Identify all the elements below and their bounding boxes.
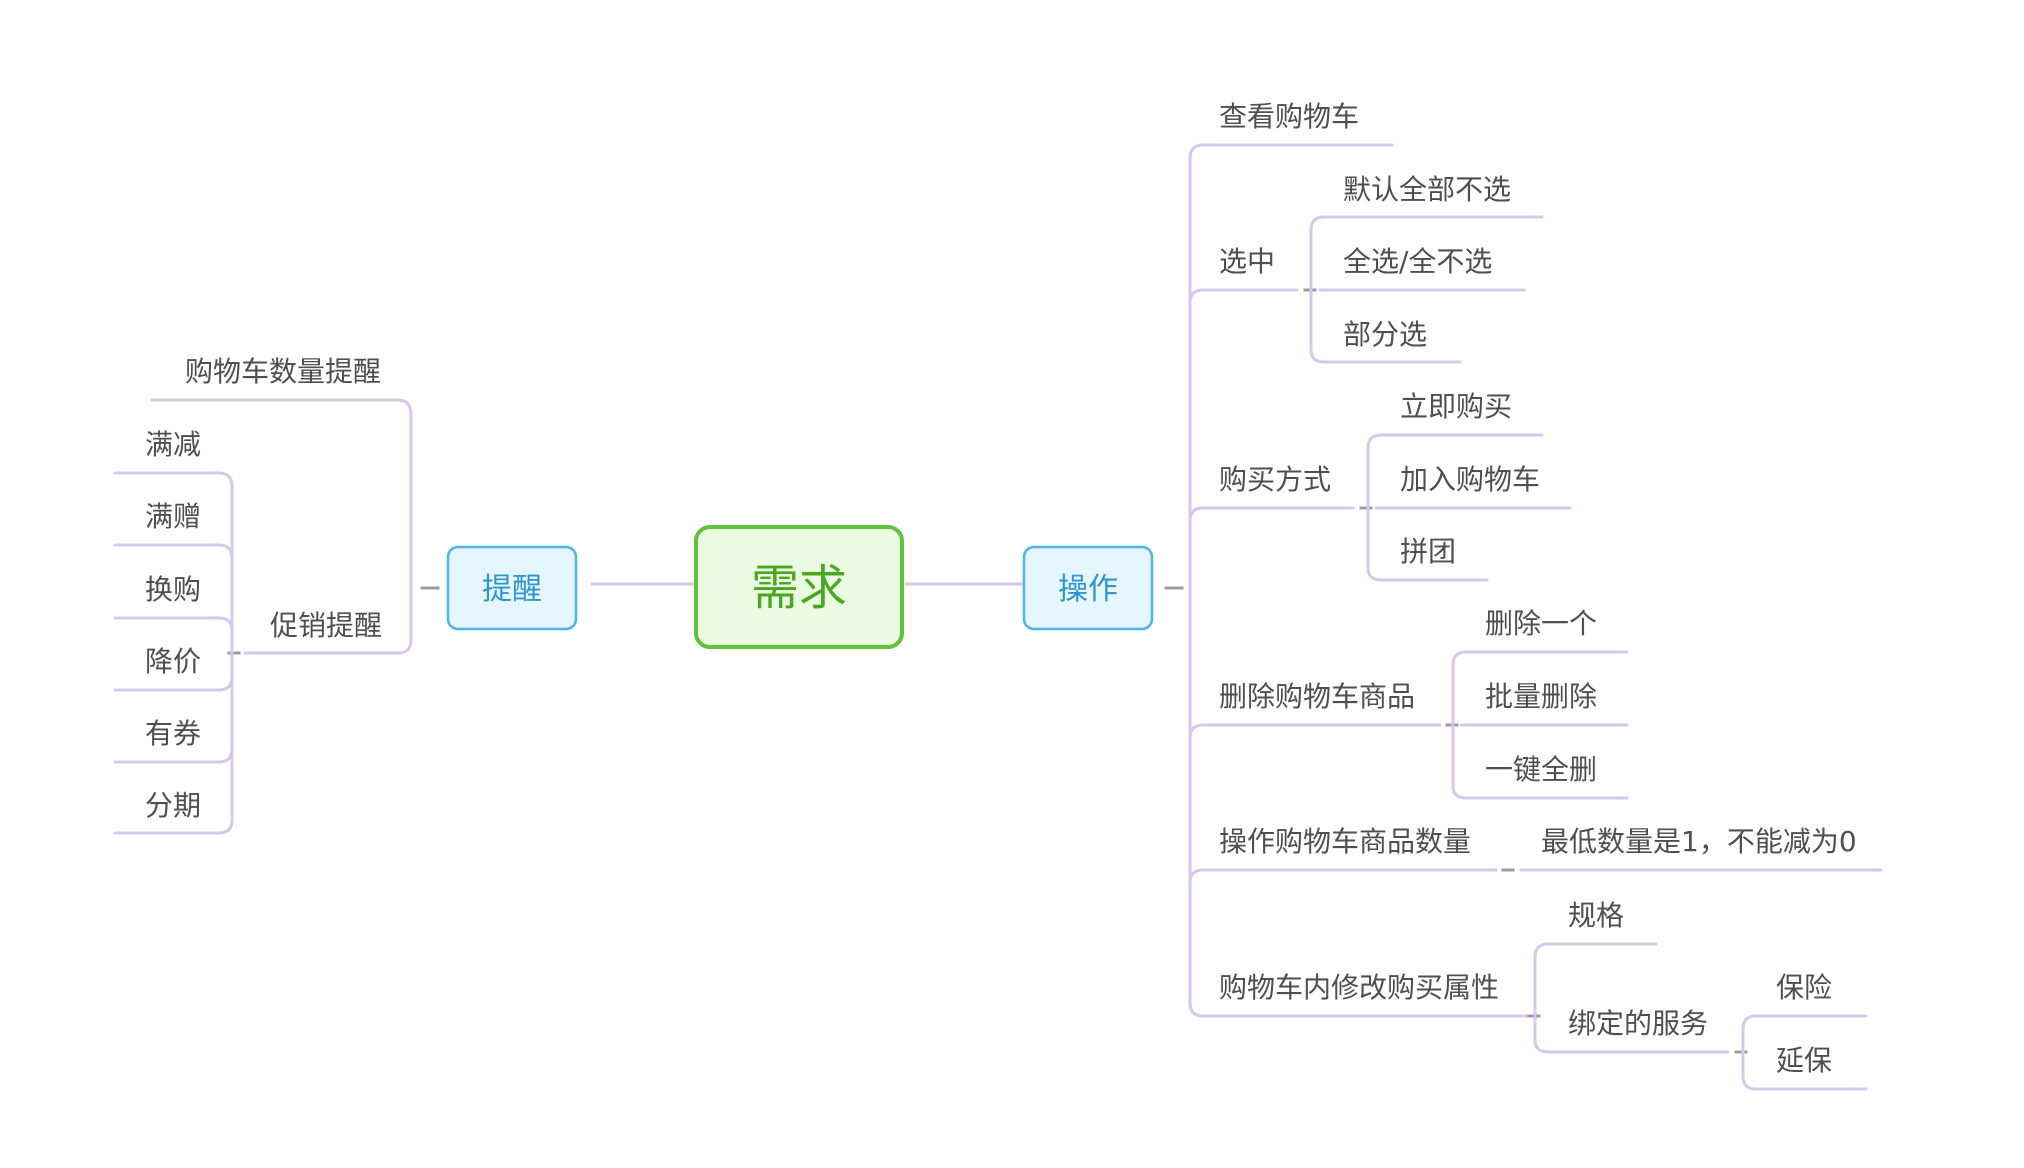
select-underline [1188, 288, 1299, 305]
delete-item-all[interactable]: 一键全删 [1485, 753, 1597, 786]
left-text-nodes: 购物车数量提醒 促销提醒 满减 满赠 换购 降价 有券 分期 [145, 355, 382, 822]
delete-item-batch[interactable]: 批量删除 [1485, 680, 1597, 713]
promo-item-you-quan[interactable]: 有券 [145, 717, 201, 750]
branch-reminder-label: 提醒 [482, 572, 542, 607]
buy-method-label[interactable]: 购买方式 [1219, 463, 1331, 496]
select-item-all-none[interactable]: 全选/全不选 [1343, 245, 1492, 278]
branch-operation-node[interactable]: 操作 [1022, 545, 1154, 631]
root-node-box [694, 525, 904, 649]
service-item-insurance[interactable]: 保险 [1776, 971, 1832, 1004]
left-main-trunk [243, 413, 413, 655]
promo-reminder-label[interactable]: 促销提醒 [270, 609, 382, 642]
root-node-label: 需求 [751, 560, 847, 616]
delete-label[interactable]: 删除购物车商品 [1219, 680, 1415, 713]
delete-underline [1188, 723, 1442, 740]
bound-service-label[interactable]: 绑定的服务 [1568, 1007, 1708, 1040]
cart-count-reminder-label[interactable]: 购物车数量提醒 [185, 355, 381, 388]
promo-item-jiang-jia[interactable]: 降价 [145, 645, 201, 678]
view-cart-label[interactable]: 查看购物车 [1219, 100, 1359, 133]
modify-attributes-label[interactable]: 购物车内修改购买属性 [1219, 971, 1499, 1004]
buy-method-underline [1188, 506, 1355, 523]
left-branch-lines [113, 398, 440, 835]
select-label[interactable]: 选中 [1219, 245, 1275, 278]
promo-item-man-jian[interactable]: 满减 [145, 428, 201, 461]
branch-reminder-box [446, 545, 578, 631]
branch-operation-box [1022, 545, 1154, 631]
right-branch-lines [1164, 143, 1883, 1091]
buy-method-item-group-buy[interactable]: 拼团 [1400, 535, 1456, 568]
promo-group-trunk [113, 485, 234, 835]
quantity-underline [1188, 868, 1498, 885]
select-item-default-none[interactable]: 默认全部不选 [1343, 173, 1511, 206]
promo-item-fen-qi[interactable]: 分期 [145, 789, 201, 822]
quantity-item-minimum[interactable]: 最低数量是1，不能减为0 [1541, 825, 1857, 858]
right-main-trunk [1188, 143, 1394, 160]
branch-operation-label: 操作 [1058, 572, 1118, 607]
promo-item-man-zeng[interactable]: 满赠 [145, 500, 201, 533]
modify-spec-label[interactable]: 规格 [1568, 899, 1624, 932]
quantity-label[interactable]: 操作购物车商品数量 [1219, 825, 1471, 858]
root-node[interactable]: 需求 [694, 525, 904, 649]
right-text-nodes: 查看购物车 选中 默认全部不选 全选/全不选 部分选 购买方式 立即购买 加入购… [1219, 100, 1857, 1077]
select-item-partial[interactable]: 部分选 [1343, 318, 1427, 351]
buy-method-item-add-cart[interactable]: 加入购物车 [1400, 463, 1540, 496]
promo-item-huan-gou[interactable]: 换购 [145, 573, 201, 606]
buy-method-item-buy-now[interactable]: 立即购买 [1400, 390, 1512, 423]
service-item-extended-warranty[interactable]: 延保 [1776, 1044, 1832, 1077]
delete-item-one[interactable]: 删除一个 [1485, 607, 1597, 640]
branch-reminder-node[interactable]: 提醒 [446, 545, 578, 631]
